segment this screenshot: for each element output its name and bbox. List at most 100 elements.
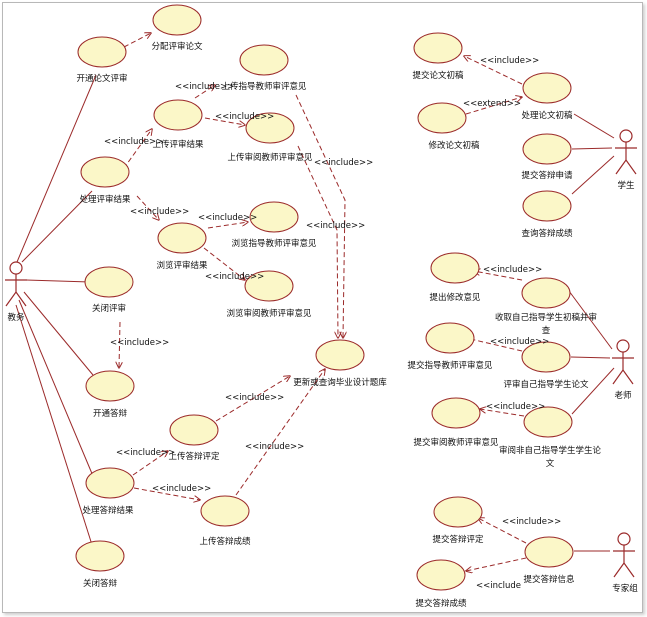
dep-liulan-zhidao [207,222,248,229]
dep-xinxi-chengji [466,557,527,571]
uc-label-tijiao-chengji: 提交答辩成绩 [415,598,467,609]
uc-label-kaitong-dabian: 开通答辩 [93,408,128,419]
stereotype-include: <<include>> [245,442,304,452]
actor-zhuanjiazu[interactable] [613,532,635,578]
actor-legs [615,158,637,175]
stereotype-include: <<include>> [205,272,264,282]
uc-ellipse-pingshen-zhidao[interactable] [521,341,571,373]
uc-ellipse-chaxun-chengji[interactable] [522,190,572,222]
actor-legs [5,290,27,307]
stereotype-include: <<include>> [130,207,189,217]
stereotype-include-clipped: <<include [476,581,521,591]
stereotype-include: <<include>> [314,158,373,168]
uc-label-shangchuan-pingshen: 上传评审结果 [152,139,204,150]
stereotype-include: <<include>> [480,56,539,66]
stereotype-include: <<include>> [306,221,365,231]
uc-label-shangchuan-pingyue: 上传审阅教师评审意见 [227,152,313,163]
uc-ellipse-guanbi-dabian[interactable] [75,540,125,572]
use-case-labels: 分配评审论文 开通论文评审 上传指导教师审评意见 上传评审结果 上传审阅教师评审… [76,41,601,609]
dep-liulan-pingyue [203,247,245,280]
uc-ellipse-liulan-pingshen[interactable] [157,222,207,254]
uc-ellipse-liulan-pingyue[interactable] [244,270,294,302]
uc-ellipse-chuli-chugao[interactable] [522,72,572,104]
uc-label-chuli-dabian: 处理答辩结果 [82,505,134,516]
stereotype-labels: <<include>> <<include>> <<include>> <<in… [104,56,561,591]
stereotype-include: <<include>> [110,338,169,348]
uc-label-tijiao-chugao: 提交论文初稿 [412,70,464,81]
uc-ellipse-xiugai-chugao[interactable] [417,102,467,134]
stereotype-extend: <<extend>> [463,99,521,109]
dep-pingshen-tijiao-zhidao [466,338,523,352]
uc-ellipse-tijiao-xinxi[interactable] [524,536,574,568]
actor-head [619,129,633,143]
dep-pingshen-pingyue-upload [204,117,245,125]
uc-ellipse-shangchuan-pingshen[interactable] [153,99,203,131]
dep-zhidao-gengxin [295,94,345,338]
actor-head [9,261,23,275]
assoc-jiaowu-kaitong-dabian [23,291,94,376]
actor-label-laoshi: 老师 [614,390,632,401]
stereotype-include: <<include>> [152,484,211,494]
uc-label-tijiao-shenqing: 提交答辩申请 [521,170,573,181]
uc-label-liulan-pingshen: 浏览评审结果 [156,260,208,271]
uc-label-tijiao-pingding: 提交答辩评定 [432,534,484,545]
use-case-ellipses [75,4,574,591]
stereotype-include: <<include>> [502,517,561,527]
uc-ellipse-tichu-xiugai[interactable] [430,252,480,284]
uc-label-fenpei: 分配评审论文 [151,41,203,52]
uc-ellipse-liulan-zhidao[interactable] [249,201,299,233]
dep-kaitong-fenpei [123,33,151,48]
stereotype-include: <<include>> [483,265,542,275]
uc-label-liulan-pingyue: 浏览审阅教师评审意见 [226,308,312,319]
actor-jiaowu[interactable] [5,261,27,307]
dep-shouqu-tichu [474,271,523,281]
assoc-xuesheng-tijiao-shenqing [571,147,613,150]
actor-labels: 教务 学生 老师 专家组 [7,180,638,594]
uc-label-kaitong-lunwen: 开通论文评审 [76,73,127,84]
uc-label-shangchuan-chengji: 上传答辩成绩 [199,536,251,547]
uc-ellipse-tijiao-chengji[interactable] [416,559,466,591]
uc-ellipse-chuli-dabian[interactable] [85,467,135,499]
uc-label-xiugai-chugao: 修改论文初稿 [428,140,480,151]
uc-ellipse-tijiao-pingding[interactable] [433,496,483,528]
uc-ellipse-tijiao-shenqing[interactable] [522,133,572,165]
stereotype-include: <<include>> [175,82,234,92]
uc-ellipse-pingyue-fei[interactable] [523,406,573,438]
stereotype-include: <<include>> [116,448,175,458]
stereotype-include: <<include>> [225,393,284,403]
actor-legs [613,561,635,578]
uc-label-shouqu-line2: 查 [542,325,551,336]
uc-label-chuli-pingshen: 处理评审结果 [79,194,131,205]
actor-label-zhuanjiazu: 专家组 [612,583,638,594]
uc-ellipse-shangchuan-pingding[interactable] [169,414,219,446]
actor-laoshi[interactable] [612,339,634,385]
uc-ellipse-fenpei[interactable] [152,4,202,36]
stereotype-include: <<include>> [198,213,257,223]
uc-label-tichu-xiugai: 提出修改意见 [429,292,481,303]
association-lines [15,74,615,552]
actor-xuesheng[interactable] [615,129,637,175]
dep-pingshen-zhidao-upload [194,85,215,99]
uc-ellipse-shangchuan-chengji[interactable] [200,495,250,527]
actor-legs [612,368,634,385]
uc-ellipse-guanbi-pingshen[interactable] [84,266,134,298]
assoc-jiaowu-kaitong-lunwen [16,74,97,263]
uc-ellipse-shouqu[interactable] [521,277,571,309]
uc-ellipse-kaitong-dabian[interactable] [85,370,135,402]
uc-ellipse-shangchuan-pingyue[interactable] [245,112,295,144]
uc-ellipse-shangchuan-zhidao[interactable] [239,44,289,76]
uc-ellipse-kaitong-lunwen[interactable] [77,36,127,68]
uc-ellipse-tijiao-zhidao[interactable] [425,322,475,354]
assoc-laoshi-pingyue-fei [571,367,615,415]
uc-ellipse-gengxin[interactable] [315,339,365,371]
uc-label-guanbi-dabian: 关闭答辩 [83,578,118,589]
uc-ellipse-chuli-pingshen[interactable] [80,156,130,188]
assoc-laoshi-shouqu [568,290,613,350]
uc-ellipse-tijiao-chugao[interactable] [413,32,463,64]
uc-ellipse-tijiao-pingyue[interactable] [431,397,481,429]
dep-chuli-dabian-pingding [132,451,168,476]
uc-label-shouqu-line1: 收取自己指导学生初稿并审 [495,312,597,323]
stereotype-include: <<include>> [486,402,545,412]
